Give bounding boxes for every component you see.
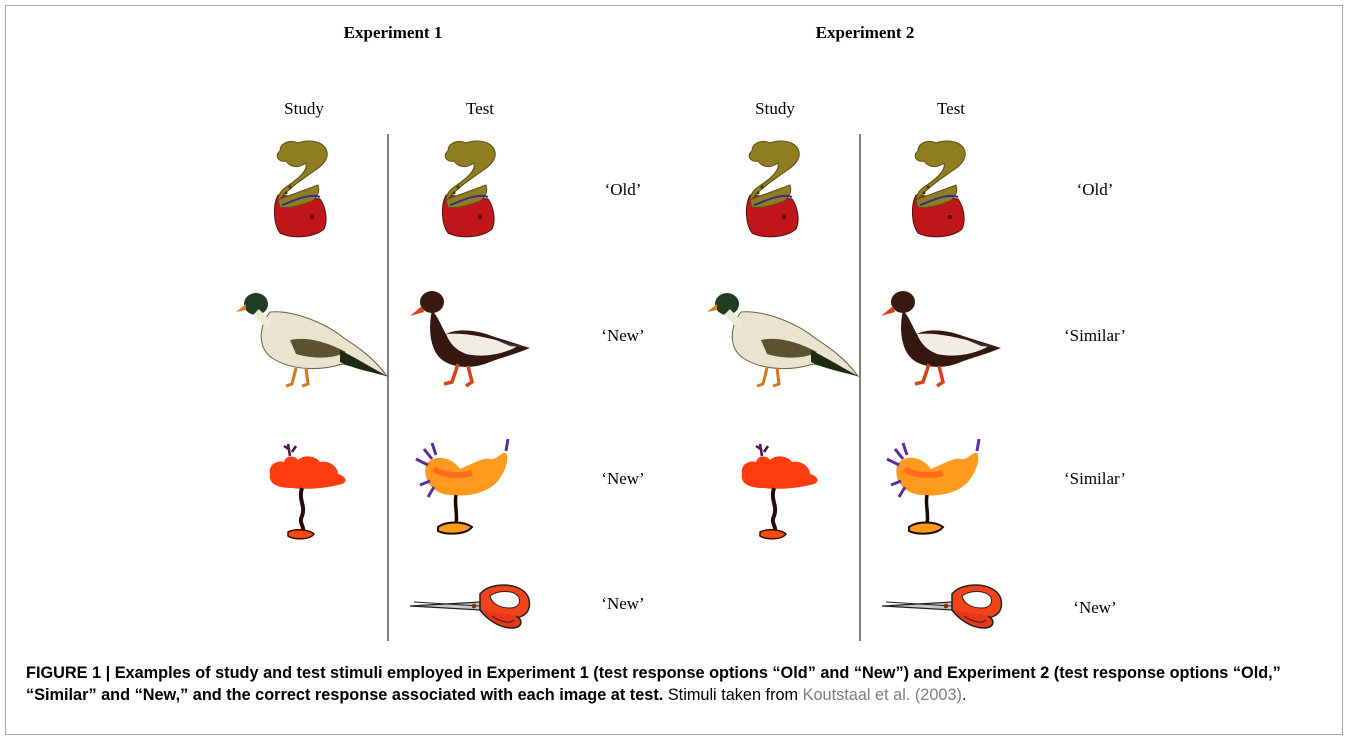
test-stimulus-scissors [878, 582, 1006, 632]
caption-lead: FIGURE 1 | Examples of study and test st… [26, 664, 1281, 704]
study-stimulus-red-blob [734, 438, 824, 541]
caption-end: . [961, 686, 967, 704]
test-stimulus-orange-bird [412, 435, 522, 540]
caption-reference-link[interactable]: Koutstaal et al. (2003) [802, 686, 962, 704]
experiment-2-response-new: ‘New’ [1073, 598, 1117, 617]
experiment-1-study-header: Study [284, 99, 324, 118]
test-stimulus-abstract-shape [906, 137, 978, 238]
caption-tail: Stimuli taken from [663, 686, 803, 704]
figure-caption: FIGURE 1 | Examples of study and test st… [26, 662, 1326, 706]
study-stimulus-red-blob [262, 438, 352, 541]
experiment-1-divider [387, 134, 389, 641]
experiment-1-response-old: ‘Old’ [604, 180, 642, 199]
test-stimulus-orange-bird [883, 435, 993, 540]
experiment-2-study-header: Study [755, 99, 795, 118]
experiment-2-response-old: ‘Old’ [1076, 180, 1114, 199]
test-stimulus-duck-dark [877, 288, 1003, 388]
experiment-1-response-new: ‘New’ [601, 594, 645, 613]
experiment-2-divider [859, 134, 861, 641]
study-stimulus-abstract-shape [740, 137, 812, 238]
experiment-1-title: Experiment 1 [343, 23, 443, 42]
figure-panel: Experiment 1 Study Test ‘Old’ ‘New’ ‘New… [5, 5, 1343, 735]
experiment-2-response-similar: ‘Similar’ [1063, 469, 1126, 488]
test-stimulus-scissors [406, 582, 534, 632]
experiment-2-test-header: Test [936, 99, 966, 118]
experiment-1-response-new: ‘New’ [601, 326, 645, 345]
experiment-2-response-similar: ‘Similar’ [1063, 326, 1126, 345]
experiment-1-test-header: Test [465, 99, 495, 118]
test-stimulus-abstract-shape [436, 137, 508, 238]
study-stimulus-abstract-shape [268, 137, 340, 238]
study-stimulus-duck-pale [232, 288, 387, 388]
study-stimulus-duck-pale [703, 288, 858, 388]
experiment-1-response-new: ‘New’ [601, 469, 645, 488]
test-stimulus-duck-dark [406, 288, 532, 388]
experiment-2-title: Experiment 2 [815, 23, 915, 42]
